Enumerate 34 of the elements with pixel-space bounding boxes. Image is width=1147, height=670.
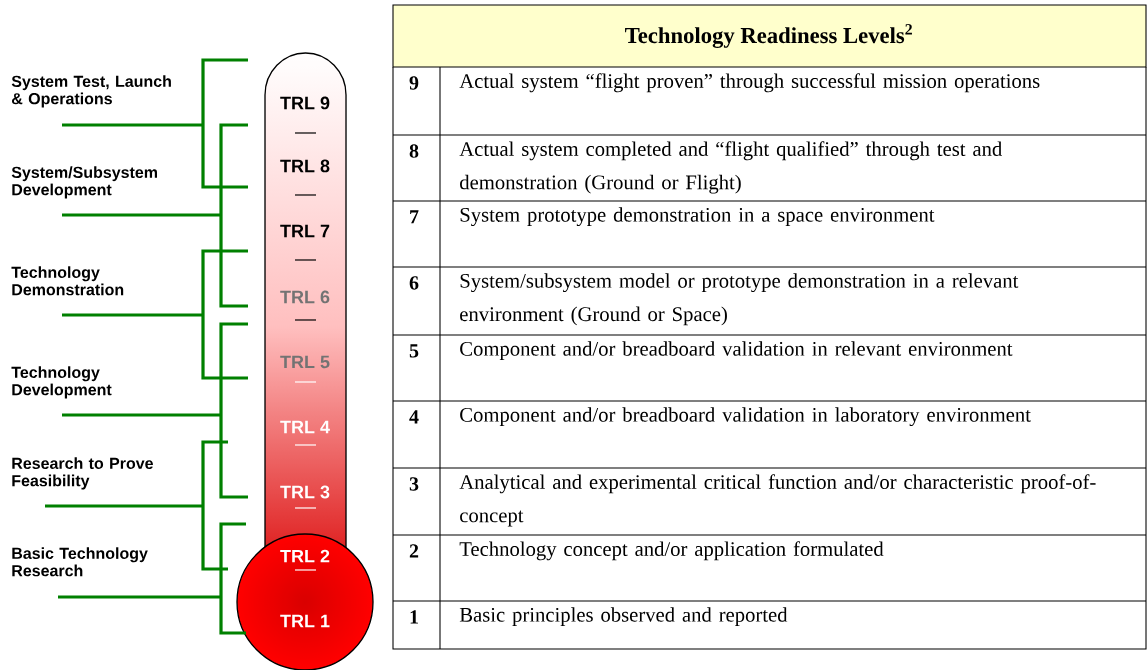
table-cell: 1 [410, 610, 418, 624]
level-label: TRL 7 [280, 224, 330, 238]
level-label: TRL 8 [280, 159, 330, 173]
table-cell: Component and/or breadboard validation in relevant environment [460, 341, 1013, 360]
table-cell: Component and/or breadboard validation in laboratory environment [460, 407, 1031, 427]
level-label: TRL 6 [280, 290, 330, 304]
table-cell: 2 [409, 544, 419, 558]
table-cell: 3 [409, 477, 419, 491]
table-cell: System prototype demonstration in a space environment [460, 207, 935, 227]
table-cell: 5 [409, 344, 419, 358]
table-cell: Basic principles observed and reported [459, 607, 788, 626]
table-cell: 6 [409, 276, 419, 290]
level-label: TRL 2 [280, 549, 330, 563]
stage-label: System/Subsystem Development [11, 166, 157, 199]
stage-label: Technology Development [11, 366, 112, 399]
table-cell: Technology concept and/or application formulated [459, 541, 884, 561]
table-cell: 7 [410, 210, 419, 224]
table-cell: Actual system completed and “flight qualified” through test and demonstration (Ground or Flight) [459, 141, 1002, 194]
stage-label: Technology Demonstration [11, 266, 124, 296]
level-label: TRL 5 [280, 355, 330, 369]
table-cell: Analytical and experimental critical function and/or characteristic proof-of-concept [459, 474, 1096, 527]
level-label: TRL 1 [280, 614, 330, 628]
table-cell: System/subsystem model or prototype demonstration in a relevant environment (Ground or Space) [460, 273, 1019, 326]
stage-label: Basic Technology Research [12, 547, 148, 577]
level-label: TRL 9 [280, 96, 330, 110]
table-cell: 4 [409, 410, 419, 424]
stage-label: Research to Prove Feasibility [12, 457, 153, 490]
level-label: TRL 3 [280, 485, 330, 499]
table-cell: 9 [409, 76, 419, 90]
table-cell: Actual system “flight proven” through successful mission operations [459, 73, 1040, 93]
table-cell: 8 [409, 144, 419, 158]
level-label: TRL 4 [280, 420, 330, 434]
stage-label: System Test, Launch & Operations [11, 75, 171, 108]
table-header: Technology Readiness Levels$^{2}$ [392, 4, 1147, 68]
